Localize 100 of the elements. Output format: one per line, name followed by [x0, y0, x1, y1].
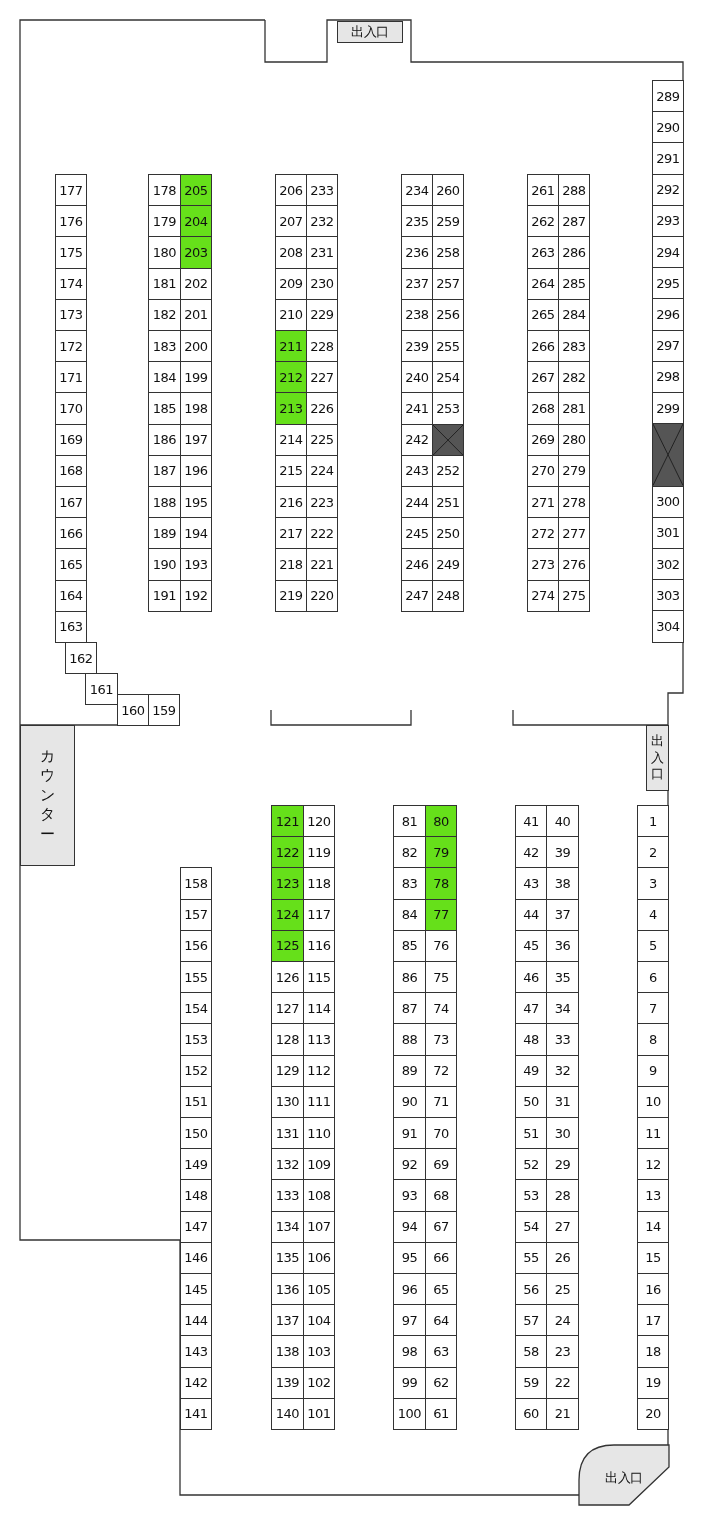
booth-cell: 248: [432, 579, 464, 612]
booth-cell: 192: [180, 579, 212, 612]
booth-cell: 178: [148, 174, 181, 207]
booth-cell: 213: [275, 392, 307, 425]
booth-cell: 288: [558, 174, 590, 207]
booth-cell: 170: [55, 392, 87, 425]
booth-cell: 169: [55, 423, 87, 456]
booth-cell: 15: [637, 1241, 669, 1274]
booth-cell: 121: [271, 805, 304, 838]
booth-cell: 261: [527, 174, 559, 207]
booth-cell: 154: [180, 992, 212, 1025]
booth-cell: 165: [55, 548, 87, 581]
booth-cell: 175: [55, 236, 87, 269]
booth-cell: 151: [180, 1085, 212, 1118]
booth-cell: 163: [55, 610, 87, 643]
booth-cell: 20: [637, 1397, 669, 1430]
booth-cell: 146: [180, 1241, 212, 1274]
booth-cell: 164: [55, 579, 87, 612]
booth-cell: 168: [55, 454, 87, 487]
booth-cell: 296: [652, 298, 684, 331]
booth-cell: 14: [637, 1210, 669, 1243]
booth-cell: 101: [303, 1397, 335, 1430]
booth-cell: 289: [652, 80, 684, 113]
booth-cell: 176: [55, 205, 87, 238]
booth-cell: 142: [180, 1366, 212, 1399]
booth-cell: 275: [558, 579, 590, 612]
booth-cell: 152: [180, 1054, 212, 1087]
booth-cell: 16: [637, 1273, 669, 1306]
booth-cell: 150: [180, 1117, 212, 1150]
booth-cell: 174: [55, 267, 87, 300]
booth-cell: 60: [515, 1397, 547, 1430]
booth-cell: 233: [306, 174, 338, 207]
booth-cell: 167: [55, 486, 87, 519]
booth-cell: 298: [652, 360, 684, 393]
booth-cell: 211: [275, 330, 307, 363]
booth-cell: 6: [637, 961, 669, 994]
booth-cell: 7: [637, 992, 669, 1025]
booth-cell: 18: [637, 1335, 669, 1368]
booth-cell: 303: [652, 579, 684, 612]
booth-cell: 17: [637, 1304, 669, 1337]
booth-cell: 297: [652, 329, 684, 362]
booth-cell: 155: [180, 961, 212, 994]
booth-cell: 11: [637, 1117, 669, 1150]
booth-cell: 143: [180, 1335, 212, 1368]
booth-cell: 145: [180, 1273, 212, 1306]
booth-cell: 141: [180, 1397, 212, 1430]
booth-cell: 19: [637, 1366, 669, 1399]
booth-cell: 290: [652, 111, 684, 144]
booth-cell: 123: [271, 867, 304, 900]
entrance-area: 出入口: [578, 1444, 670, 1506]
booth-cell: 5: [637, 929, 669, 962]
booth-cell: 295: [652, 267, 684, 300]
booth-cell: 120: [303, 805, 335, 838]
booth-cell: 206: [275, 174, 307, 207]
booth-cell: 212: [275, 361, 307, 394]
booth-cell: 304: [652, 610, 684, 643]
booth-cell: 291: [652, 142, 684, 175]
booth-cell: 153: [180, 1023, 212, 1056]
booth-cell: 161: [85, 673, 118, 705]
booth-cell: 3: [637, 867, 669, 900]
booth-cell: 156: [180, 929, 212, 962]
booth-cell: 8: [637, 1023, 669, 1056]
booth-cell: 293: [652, 204, 684, 237]
booth-cell: 177: [55, 174, 87, 207]
booth-cell: 302: [652, 548, 684, 581]
booth-cell: 205: [180, 174, 212, 207]
booth-cell: 77: [425, 898, 457, 931]
booth-cell: 149: [180, 1148, 212, 1181]
booth-cell: 78: [425, 867, 457, 900]
entrance-sign: 出入口: [646, 725, 669, 791]
booth-cell: 2: [637, 836, 669, 869]
booth-cell: 12: [637, 1148, 669, 1181]
booth-cell: 10: [637, 1085, 669, 1118]
booth-cell: 300: [652, 485, 684, 518]
booth-cell: 172: [55, 330, 87, 363]
booth-cell: 144: [180, 1304, 212, 1337]
booth-cell: 9: [637, 1054, 669, 1087]
booth-cell: 219: [275, 579, 307, 612]
booth-cell: 204: [180, 205, 212, 238]
booth-cell: 274: [527, 579, 559, 612]
booth-cell: 1: [637, 805, 669, 838]
booth-cell: 173: [55, 298, 87, 331]
booth-cell: 171: [55, 361, 87, 394]
booth-cell: 147: [180, 1210, 212, 1243]
booth-cell: 122: [271, 836, 304, 869]
booth-cell: 79: [425, 836, 457, 869]
booth-cell: 301: [652, 516, 684, 549]
counter-area: カウンター: [20, 725, 75, 866]
booth-cell: 160: [117, 694, 149, 726]
blocked-cell: [652, 423, 684, 487]
booth-cell: 294: [652, 236, 684, 269]
booth-cell: 80: [425, 805, 457, 838]
booth-cell: 13: [637, 1179, 669, 1212]
entrance-sign: 出入口: [337, 21, 403, 43]
booth-cell: 40: [546, 805, 579, 838]
booth-cell: 299: [652, 392, 684, 425]
booth-cell: 81: [393, 805, 426, 838]
booth-cell: 234: [401, 174, 433, 207]
booth-cell: 61: [425, 1397, 457, 1430]
booth-cell: 41: [515, 805, 547, 838]
